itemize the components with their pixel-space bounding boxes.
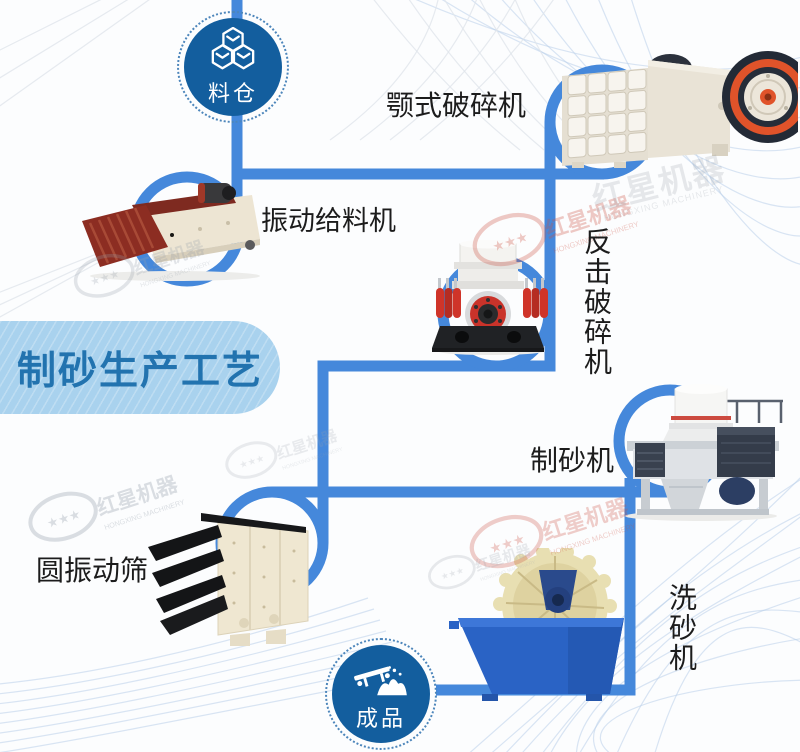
product-badge-label: 成品	[355, 705, 406, 731]
silo-hexagons-icon	[211, 26, 255, 69]
sand-maker-image	[613, 383, 793, 523]
impact-crusher-label: 反击破碎机	[581, 227, 612, 377]
process-title: 制砂生产工艺	[16, 349, 263, 393]
jaw-crusher-label: 颚式破碎机	[386, 90, 527, 121]
silo-badge-label: 料仓	[207, 80, 258, 106]
process-title-banner: 制砂生产工艺	[0, 321, 280, 414]
vibrating-feeder-image	[80, 183, 270, 283]
impact-crusher-image	[430, 240, 552, 356]
silo-badge: 料仓	[177, 11, 289, 123]
vibrating-screen-label: 圆振动筛	[36, 555, 149, 586]
product-badge: 成品	[325, 638, 437, 750]
product-conveyor-icon	[354, 665, 407, 695]
sand-maker-label: 制砂机	[530, 445, 615, 476]
jaw-crusher-image	[552, 46, 798, 170]
flow-segment-impact-to-screen	[317, 122, 556, 543]
sand-washer-image	[446, 548, 632, 702]
sand-washer-label: 洗砂机	[666, 583, 697, 673]
vibrating-screen-image	[146, 503, 321, 648]
feeder-label: 振动给料机	[261, 206, 396, 236]
